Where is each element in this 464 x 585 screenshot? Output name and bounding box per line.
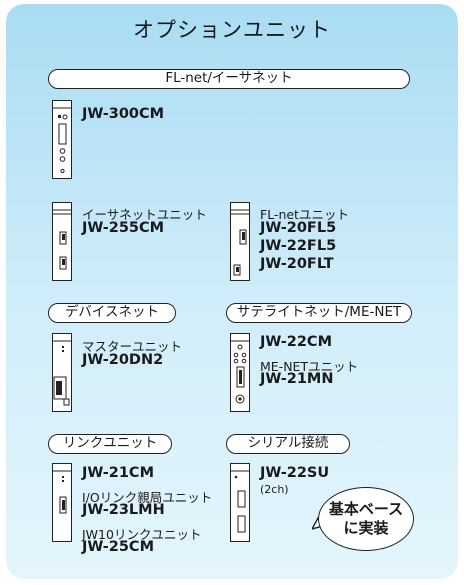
jw255cm-module-image: [52, 202, 72, 281]
menet-unit-label: ME-NETユニット: [260, 359, 359, 374]
jw22fl5-model: JW-22FL5: [260, 238, 337, 254]
jw22cm-module-image: [230, 333, 250, 412]
serial-channel-note: (2ch): [260, 483, 289, 496]
flnet-unit-label: FL-netユニット: [260, 207, 349, 222]
jw20flt-model: JW-20FLT: [260, 256, 334, 272]
jw21cm-module-image: [52, 463, 72, 542]
jw22cm-model: JW-22CM: [260, 334, 333, 350]
base-mount-callout-text: 基本ベース に実装: [318, 500, 414, 538]
jw22su-model: JW-22SU: [260, 465, 330, 481]
jw300cm-module-image: [52, 100, 72, 179]
jw20fl5-model: JW-20FL5: [260, 220, 337, 236]
jw21mn-model: JW-21MN: [260, 371, 334, 387]
master-unit-label: マスターユニット: [82, 339, 183, 354]
io-link-unit-label: I/Oリンク親局ユニット: [82, 490, 213, 505]
jw20dn2-module-image: [52, 333, 72, 412]
page-title: オプションユニット: [133, 18, 331, 42]
callout-line2: に実装: [343, 519, 389, 537]
base-mount-callout: [318, 487, 414, 551]
jw22su-module-image: [230, 463, 250, 542]
jw21cm-model: JW-21CM: [82, 465, 155, 481]
ether-unit-label: イーサネットユニット: [82, 207, 207, 222]
flnet-module-image: [230, 202, 250, 281]
jw10-link-unit-label: JW10リンクユニット: [82, 527, 202, 542]
jw25cm-model: JW-25CM: [82, 539, 155, 555]
link-unit-header: リンクユニット: [48, 434, 172, 454]
jw23lmh-model: JW-23LMH: [82, 502, 165, 518]
callout-line1: 基本ベース: [328, 500, 404, 518]
jw255cm-model: JW-255CM: [82, 220, 165, 236]
serial-header: シリアル接続: [226, 434, 350, 454]
flnet-header: FL-net/イーサネット: [48, 69, 410, 89]
devicenet-header: デバイスネット: [48, 303, 176, 323]
satellite-header: サテライトネット/ME-NET: [226, 303, 412, 323]
jw20dn2-model: JW-20DN2: [82, 352, 164, 368]
jw300cm-model: JW-300CM: [82, 106, 165, 122]
